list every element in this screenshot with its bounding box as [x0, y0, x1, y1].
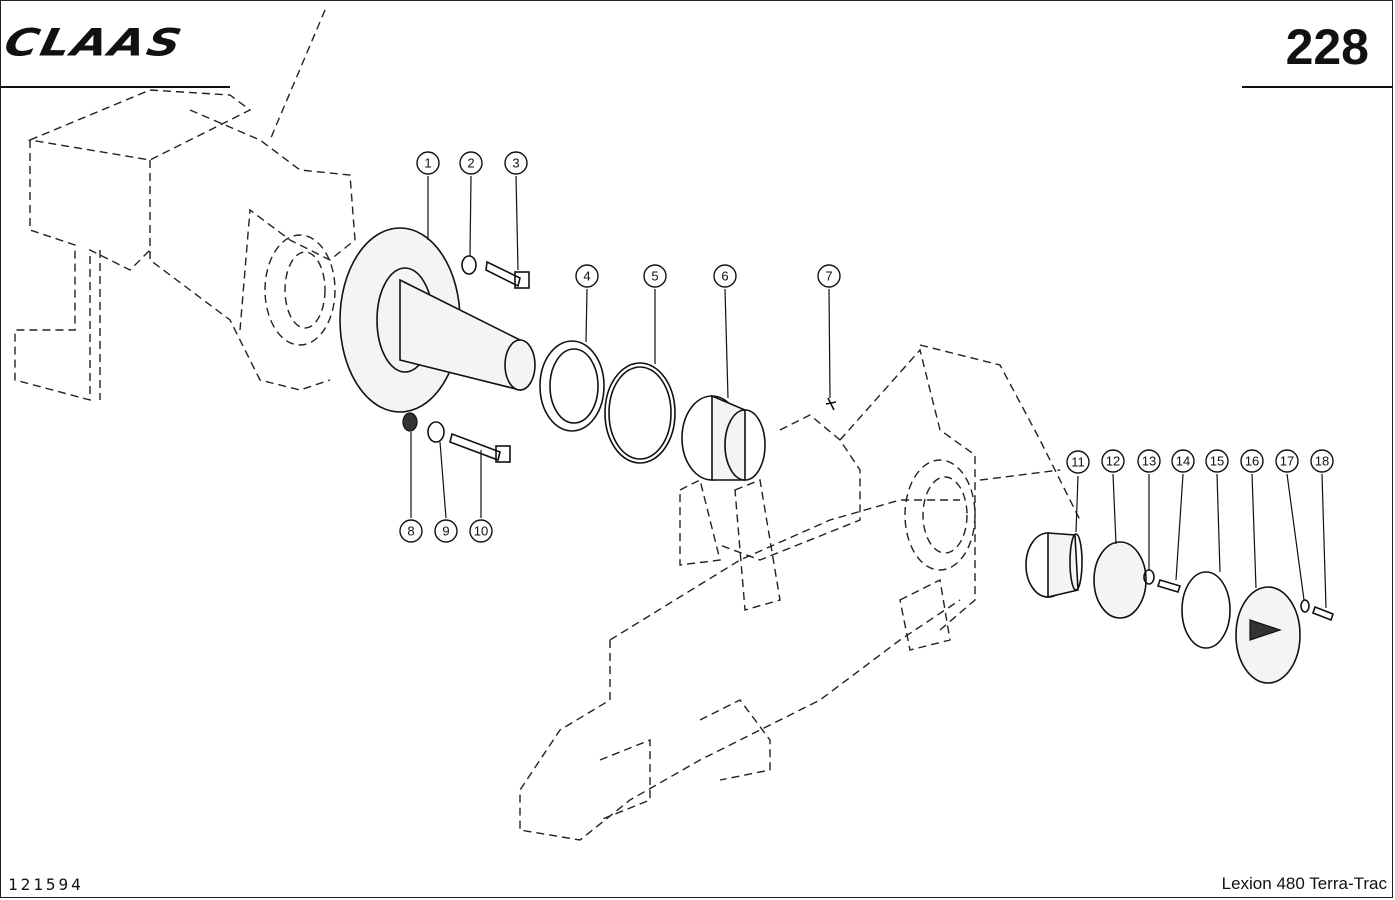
- part-5-o-ring: [604, 362, 676, 464]
- svg-text:4: 4: [583, 269, 590, 284]
- callout-3: 3: [504, 151, 528, 175]
- callout-17: 17: [1275, 449, 1299, 473]
- callout-6: 6: [713, 264, 737, 288]
- svg-text:13: 13: [1142, 454, 1156, 469]
- callout-7: 7: [817, 264, 841, 288]
- svg-text:1: 1: [424, 156, 431, 171]
- callout-18: 18: [1310, 449, 1334, 473]
- svg-text:10: 10: [474, 524, 488, 539]
- callout-10: 10: [469, 519, 493, 543]
- callout-9: 9: [434, 519, 458, 543]
- svg-text:18: 18: [1315, 454, 1329, 469]
- part-17-washer: [1300, 599, 1310, 613]
- svg-text:12: 12: [1106, 454, 1120, 469]
- callout-11: 11: [1066, 450, 1090, 474]
- left-frame-outline: [14, 9, 356, 401]
- callout-16: 16: [1240, 449, 1264, 473]
- page-number: 228: [1285, 19, 1369, 75]
- header-rule-right: [1242, 86, 1393, 88]
- part-10-bolt: [449, 432, 511, 463]
- header-rule-left: [0, 86, 230, 88]
- part-7-grease-nipple: [825, 397, 837, 411]
- svg-text:16: 16: [1245, 454, 1259, 469]
- part-14-bolt: [1156, 579, 1182, 593]
- part-9-washer: [427, 421, 445, 443]
- callout-2: 2: [459, 151, 483, 175]
- callout-15: 15: [1205, 449, 1229, 473]
- svg-text:6: 6: [721, 269, 728, 284]
- svg-text:8: 8: [407, 524, 414, 539]
- svg-text:3: 3: [512, 156, 519, 171]
- part-11-bushing: [1025, 532, 1083, 599]
- leader-lines: [410, 175, 1327, 609]
- part-3-bolt: [485, 260, 530, 289]
- part-4-seal: [539, 340, 605, 432]
- callout-13: 13: [1137, 449, 1161, 473]
- callout-4: 4: [575, 264, 599, 288]
- svg-text:7: 7: [825, 269, 832, 284]
- part-2-washer: [461, 255, 477, 275]
- svg-text:11: 11: [1071, 455, 1085, 470]
- drawing-number: 121594: [8, 875, 84, 894]
- model-name: Lexion 480 Terra-Trac: [1221, 874, 1387, 893]
- part-8-nut: [402, 412, 418, 432]
- svg-text:17: 17: [1280, 454, 1294, 469]
- part-15-o-ring: [1181, 571, 1231, 649]
- callout-8: 8: [399, 519, 423, 543]
- callout-5: 5: [643, 264, 667, 288]
- callout-14: 14: [1171, 449, 1195, 473]
- right-frame-outline: [519, 344, 1081, 841]
- svg-text:15: 15: [1210, 454, 1224, 469]
- svg-text:14: 14: [1176, 454, 1190, 469]
- svg-text:9: 9: [442, 524, 449, 539]
- part-16-cover: [1235, 586, 1301, 684]
- svg-text:2: 2: [467, 156, 474, 171]
- svg-text:5: 5: [651, 269, 658, 284]
- part-18-screw: [1312, 605, 1334, 622]
- callout-12: 12: [1101, 449, 1125, 473]
- part-6-bushing: [681, 394, 766, 481]
- part-1-flanged-spindle: [339, 227, 536, 413]
- part-12-cap: [1093, 541, 1147, 619]
- callout-1: 1: [416, 151, 440, 175]
